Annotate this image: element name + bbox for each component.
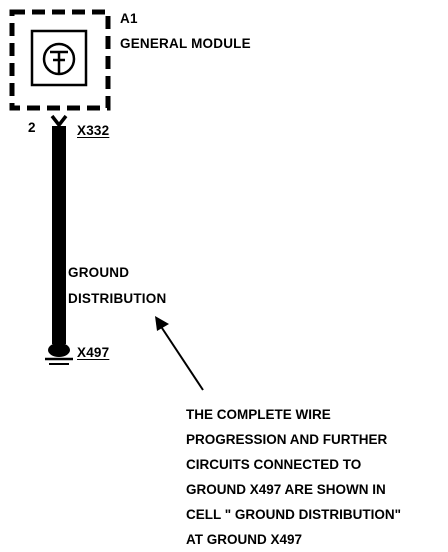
note-arrowhead-icon	[155, 316, 169, 331]
note-line: AT GROUND X497	[186, 532, 303, 547]
connector-id: X332	[77, 123, 110, 138]
ground-point-icon	[45, 343, 73, 365]
note-line: THE COMPLETE WIRE	[186, 407, 331, 422]
ground-point-id: X497	[77, 345, 110, 360]
note-line: PROGRESSION AND FURTHER	[186, 432, 388, 447]
note-line: CELL " GROUND DISTRIBUTION"	[186, 507, 402, 522]
wire-label-line2: DISTRIBUTION	[68, 291, 167, 306]
module-ref: A1	[120, 11, 138, 26]
note-text: THE COMPLETE WIRE PROGRESSION AND FURTHE…	[186, 402, 401, 552]
module-component-box	[30, 29, 88, 87]
note-line: GROUND X497 ARE SHOWN IN	[186, 482, 386, 497]
connector-pin: 2	[28, 120, 36, 135]
note-leader-line	[157, 321, 204, 391]
module-boundary	[9, 9, 111, 111]
wire-label-line1: GROUND	[68, 265, 130, 280]
ground-wire	[52, 126, 66, 344]
ground-symbol-icon	[42, 42, 76, 76]
connector-arrow-icon	[50, 114, 68, 128]
note-line: CIRCUITS CONNECTED TO	[186, 457, 362, 472]
module-name: GENERAL MODULE	[120, 36, 251, 51]
